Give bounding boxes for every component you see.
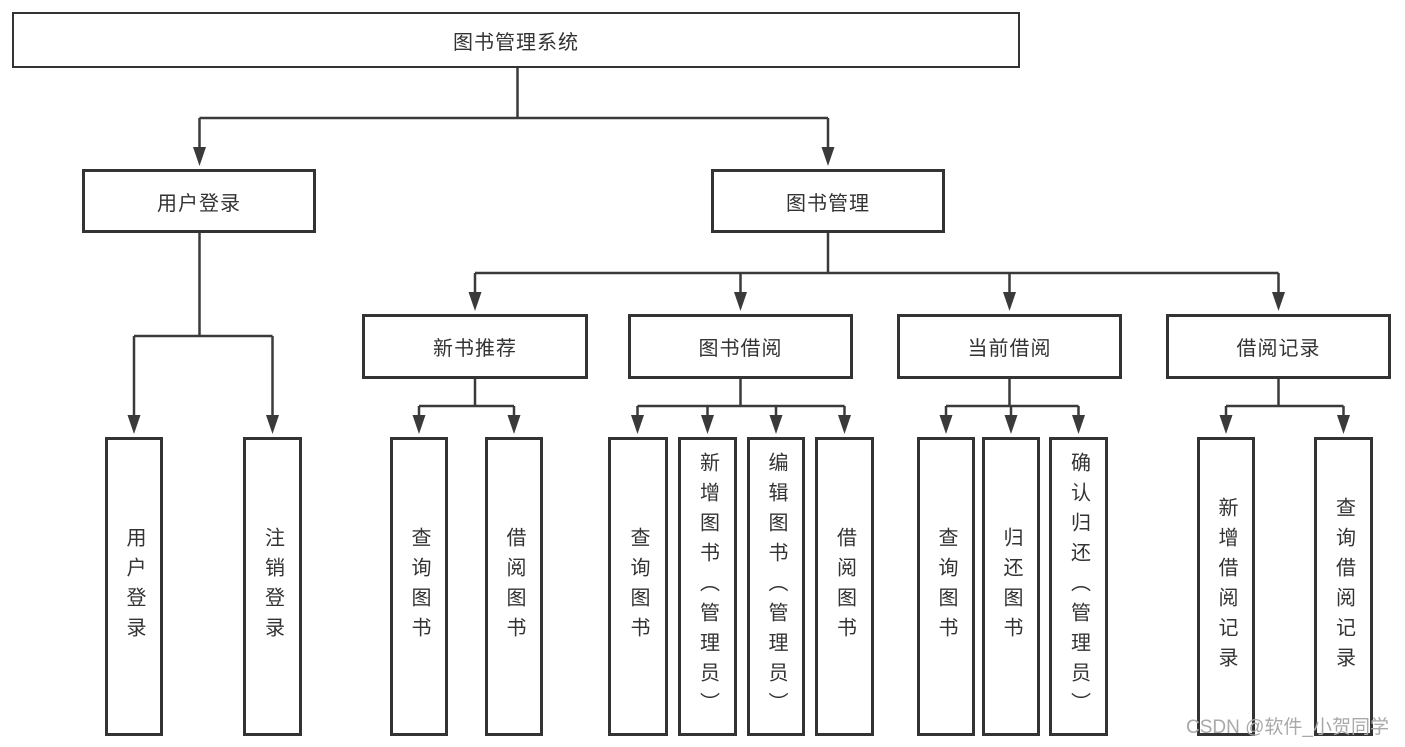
node-borrow-records-label: 借阅记录 (1236, 338, 1321, 360)
leaf-borrow-books-label: 借阅图书 (833, 526, 856, 647)
leaf-edit-book-admin-label: 编辑图书（管理员） (765, 451, 787, 722)
leaf-logout: 注销登录 (243, 437, 302, 736)
node-root: 图书管理系统 (12, 12, 1020, 68)
node-new-book-recommend: 新书推荐 (362, 314, 588, 379)
node-book-borrow-label: 图书借阅 (698, 338, 783, 360)
node-borrow-records: 借阅记录 (1166, 314, 1391, 379)
leaf-borrow-books-label: 借阅图书 (503, 526, 525, 647)
leaf-return-book-label: 归还图书 (1000, 526, 1022, 647)
node-new-book-recommend-label: 新书推荐 (433, 338, 517, 360)
leaf-confirm-return-admin-label: 确认归还（管理员） (1067, 451, 1090, 722)
node-book-borrow: 图书借阅 (628, 314, 853, 379)
leaf-add-book-admin: 新增图书（管理员） (678, 437, 737, 736)
leaf-add-borrow-record-label: 新增借阅记录 (1215, 496, 1237, 677)
leaf-query-books: 查询图书 (608, 437, 668, 736)
leaf-borrow-books: 借阅图书 (485, 437, 543, 736)
connector-wires (132, 68, 1345, 418)
leaf-edit-book-admin: 编辑图书（管理员） (747, 437, 805, 736)
leaf-logout-label: 注销登录 (261, 526, 284, 647)
node-book-management-label: 图书管理 (786, 192, 870, 215)
node-root-label: 图书管理系统 (453, 31, 579, 54)
node-user-login-label: 用户登录 (157, 192, 241, 215)
leaf-return-book: 归还图书 (982, 437, 1040, 736)
leaf-confirm-return-admin: 确认归还（管理员） (1049, 437, 1108, 736)
csdn-watermark: CSDN @软件_小贺同学 (1186, 717, 1389, 738)
node-current-borrow-label: 当前借阅 (967, 338, 1052, 360)
leaf-query-books-label: 查询图书 (627, 526, 649, 647)
leaf-add-borrow-record: 新增借阅记录 (1197, 437, 1255, 736)
leaf-query-books-label: 查询图书 (935, 526, 957, 647)
leaf-query-borrow-record: 查询借阅记录 (1314, 437, 1373, 736)
leaf-query-books-label: 查询图书 (408, 526, 430, 647)
leaf-query-books: 查询图书 (917, 437, 975, 736)
leaf-add-book-admin-label: 新增图书（管理员） (696, 451, 719, 722)
leaf-query-books: 查询图书 (390, 437, 448, 736)
node-current-borrow: 当前借阅 (897, 314, 1122, 379)
node-user-login: 用户登录 (82, 169, 316, 233)
leaf-query-borrow-record-label: 查询借阅记录 (1332, 496, 1355, 677)
connector-arrowheads (127, 147, 1350, 434)
node-book-management: 图书管理 (711, 169, 945, 233)
leaf-borrow-books: 借阅图书 (815, 437, 874, 736)
leaf-user-login: 用户登录 (105, 437, 163, 736)
leaf-user-login-label: 用户登录 (123, 526, 145, 647)
